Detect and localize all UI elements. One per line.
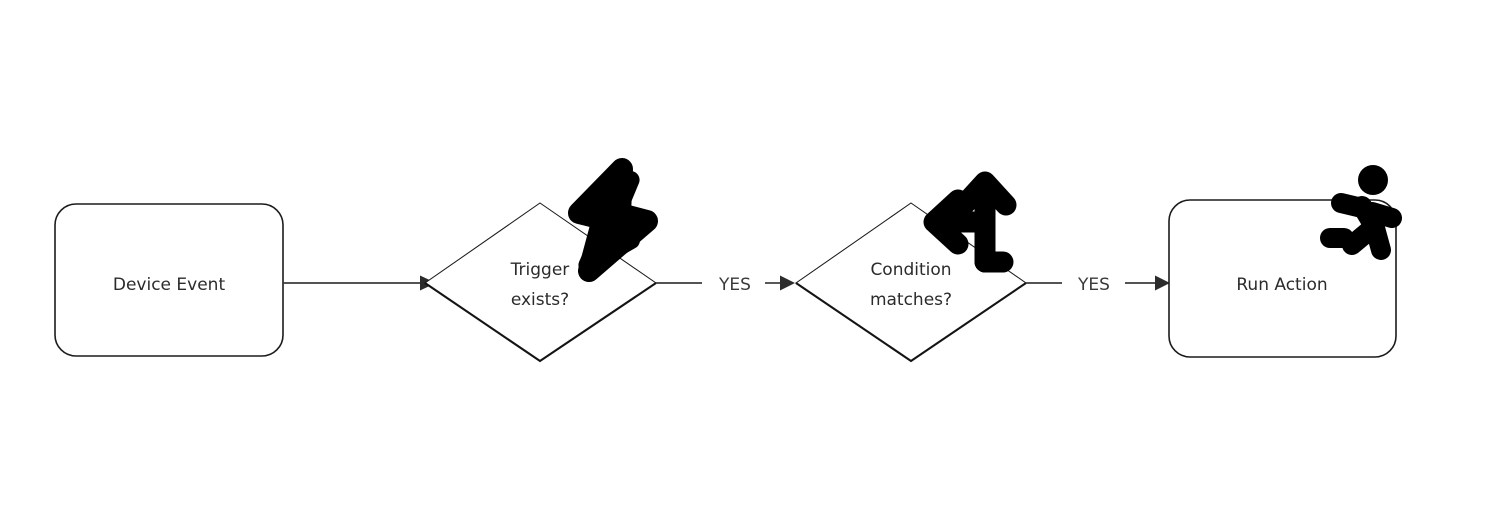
device-event-shape[interactable]: [54, 203, 284, 357]
branch-arrows-left-head: [923, 189, 969, 255]
condition-matches-label-line1: Condition: [870, 260, 951, 280]
lightning-bolt-icon: [568, 158, 658, 282]
trigger-exists-label-line1: Trigger: [510, 260, 570, 280]
branch-arrows-icon: [923, 171, 1017, 273]
branch-arrows-up-head: [953, 171, 1017, 216]
edge-event-to-trigger: [283, 275, 436, 291]
condition-matches-label-line2: matches?: [870, 290, 952, 310]
trigger-exists-shape-emphasis: [424, 282, 657, 363]
edge-trigger-to-condition-arrowhead: [780, 275, 795, 291]
run-action-label: Run Action: [1236, 275, 1327, 295]
edge-condition-to-action-label: YES: [1077, 275, 1110, 295]
edge-trigger-to-condition: YES: [656, 275, 795, 295]
edge-condition-to-action: YES: [1026, 275, 1170, 295]
lightning-bolt-stroke: [568, 158, 658, 282]
running-person-head: [1358, 165, 1388, 195]
edge-trigger-to-condition-label: YES: [718, 275, 751, 295]
running-person-leg-rear: [1342, 220, 1380, 255]
node-device-event[interactable]: Device Event: [54, 203, 284, 357]
condition-matches-shape-emphasis: [795, 282, 1027, 363]
device-event-label: Device Event: [113, 275, 226, 295]
running-person-icon: [1320, 165, 1402, 260]
running-person-arm-back: [1331, 193, 1372, 218]
running-person-arm-front: [1362, 202, 1402, 228]
edge-condition-to-action-arrowhead: [1155, 275, 1170, 291]
trigger-exists-label-line2: exists?: [511, 290, 569, 310]
